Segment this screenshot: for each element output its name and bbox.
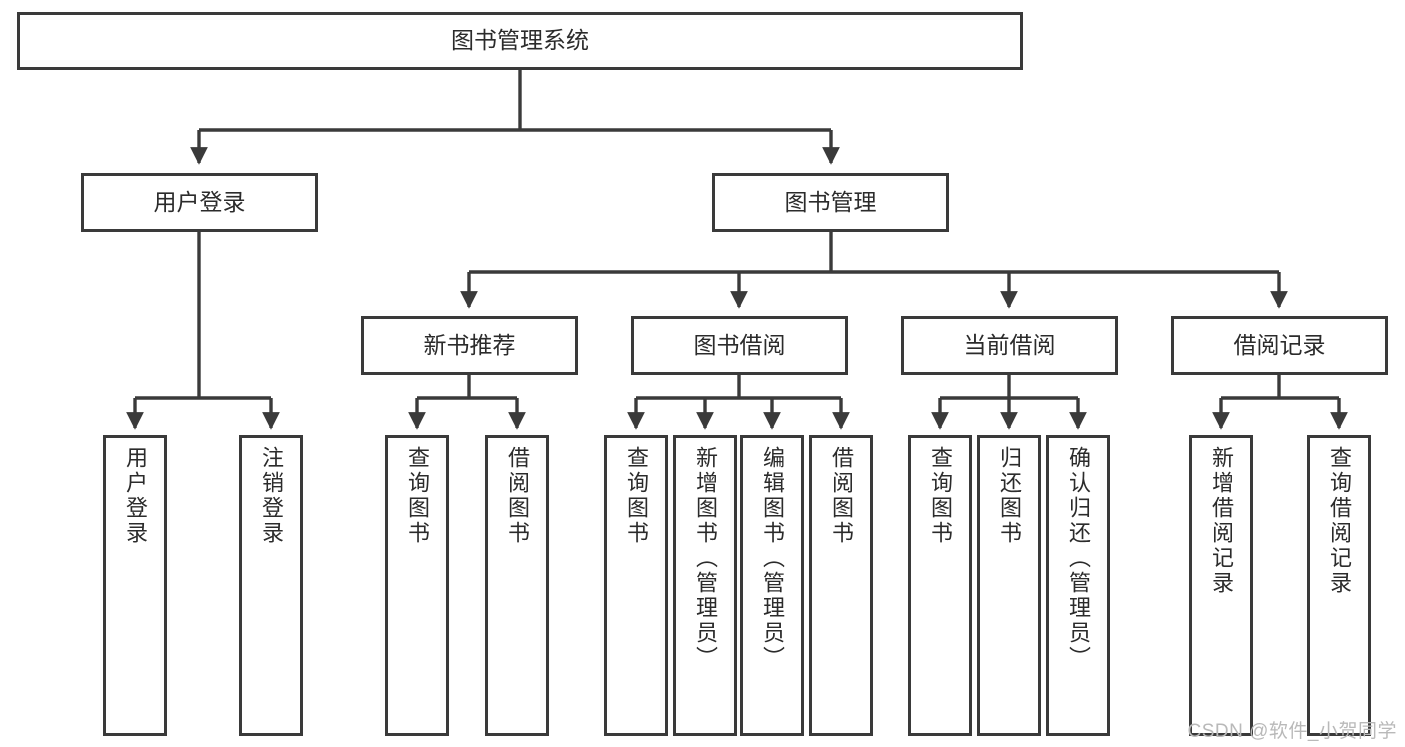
node-root[interactable]: 图书管理系统 <box>17 12 1023 70</box>
node-label: 新书推荐 <box>423 331 516 358</box>
node-label: 查询图书 <box>623 446 649 546</box>
node-label: 注销登录 <box>258 446 284 546</box>
leaf-add-book-admin[interactable]: 新增图书（管理员） <box>673 435 737 736</box>
node-label: 借阅记录 <box>1233 331 1326 358</box>
node-label: 归还图书 <box>996 446 1022 546</box>
node-current-borrow[interactable]: 当前借阅 <box>901 316 1118 375</box>
watermark: CSDN @软件_小贺同学 <box>1187 721 1397 742</box>
node-label: 图书借阅 <box>693 331 786 358</box>
leaf-query-book-borrow[interactable]: 查询图书 <box>604 435 668 736</box>
node-label: 用户登录 <box>122 446 148 546</box>
node-label: 借阅图书 <box>828 446 854 546</box>
node-label: 借阅图书 <box>504 446 530 546</box>
node-label: 确认归还（管理员） <box>1065 446 1091 671</box>
leaf-borrow-book-recommend[interactable]: 借阅图书 <box>485 435 549 736</box>
node-label: 查询图书 <box>927 446 953 546</box>
leaf-query-book-current[interactable]: 查询图书 <box>908 435 972 736</box>
node-label: 当前借阅 <box>963 331 1056 358</box>
node-label: 图书管理系统 <box>451 27 589 54</box>
node-label: 用户登录 <box>153 188 246 215</box>
node-new-book-recommend[interactable]: 新书推荐 <box>361 316 578 375</box>
node-label: 查询图书 <box>404 446 430 546</box>
node-label: 新增图书（管理员） <box>692 446 718 671</box>
node-borrow-record[interactable]: 借阅记录 <box>1171 316 1388 375</box>
node-book-borrow[interactable]: 图书借阅 <box>631 316 848 375</box>
node-label: 图书管理 <box>784 188 877 215</box>
node-label: 编辑图书（管理员） <box>759 446 785 671</box>
node-label: 新增借阅记录 <box>1208 446 1234 596</box>
leaf-logout[interactable]: 注销登录 <box>239 435 303 736</box>
leaf-query-borrow-record[interactable]: 查询借阅记录 <box>1307 435 1371 736</box>
node-user-login[interactable]: 用户登录 <box>81 173 318 232</box>
leaf-add-borrow-record[interactable]: 新增借阅记录 <box>1189 435 1253 736</box>
leaf-query-book-recommend[interactable]: 查询图书 <box>385 435 449 736</box>
leaf-edit-book-admin[interactable]: 编辑图书（管理员） <box>740 435 804 736</box>
node-book-management[interactable]: 图书管理 <box>712 173 949 232</box>
leaf-user-login[interactable]: 用户登录 <box>103 435 167 736</box>
leaf-confirm-return-admin[interactable]: 确认归还（管理员） <box>1046 435 1110 736</box>
leaf-return-book[interactable]: 归还图书 <box>977 435 1041 736</box>
leaf-borrow-book[interactable]: 借阅图书 <box>809 435 873 736</box>
node-label: 查询借阅记录 <box>1326 446 1352 596</box>
